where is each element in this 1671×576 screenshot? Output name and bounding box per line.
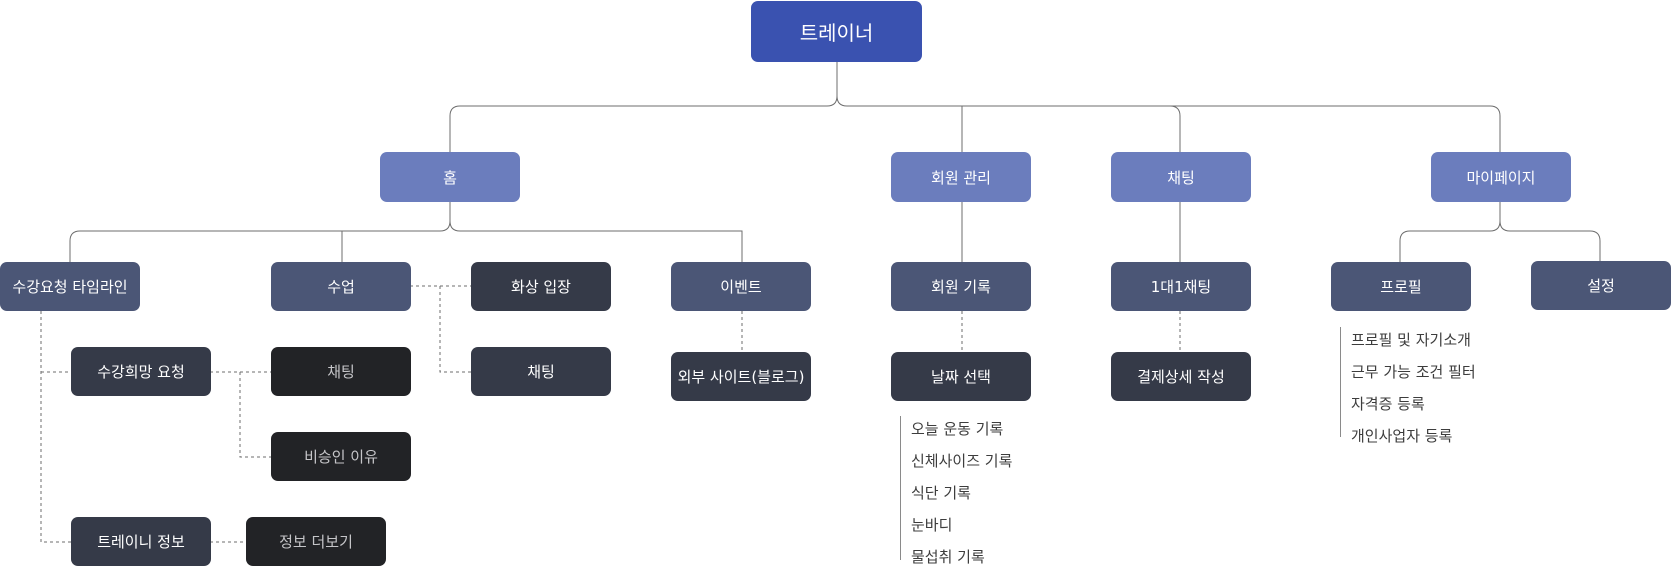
profile-list: 프로필 및 자기소개 근무 가능 조건 필터 자격증 등록 개인사업자 등록 [1340,327,1476,445]
dashed-wish-to-reject [239,372,271,458]
connector-chat [1169,105,1181,152]
node-member-record[interactable]: 회원 기록 [891,262,1031,311]
list-item[interactable]: 개인사업자 등록 [1351,427,1453,445]
node-external-site[interactable]: 외부 사이트(블로그) [671,352,811,401]
connector-mypage [1399,202,1501,262]
node-more-info[interactable]: 정보 더보기 [246,517,386,566]
connector-home [69,202,451,262]
node-class-chat[interactable]: 채팅 [471,347,611,396]
node-wish-chat[interactable]: 채팅 [271,347,411,396]
list-item[interactable]: 물섭취 기록 [911,548,985,566]
node-video-entry[interactable]: 화상 입장 [471,262,611,311]
root-node-trainer[interactable]: 트레이너 [751,1,922,62]
list-item[interactable]: 프로필 및 자기소개 [1351,331,1471,349]
connector-root-right [836,95,1501,152]
node-mypage[interactable]: 마이페이지 [1431,152,1571,202]
connector-home-right [449,220,743,262]
dashed-timeline-branch [40,311,72,543]
node-payment-detail[interactable]: 결제상세 작성 [1111,352,1251,401]
node-settings[interactable]: 설정 [1531,261,1671,310]
node-one-on-one-chat[interactable]: 1대1채팅 [1111,262,1251,311]
connector-mypage-right [1499,220,1601,262]
list-item[interactable]: 오늘 운동 기록 [911,420,1004,438]
dashed-class-to-chat [439,286,471,373]
node-chat[interactable]: 채팅 [1111,152,1251,202]
node-reject-reason[interactable]: 비승인 이유 [271,432,411,481]
list-item[interactable]: 눈바디 [911,516,953,534]
connector-root [449,62,838,152]
node-class[interactable]: 수업 [271,262,411,311]
node-profile[interactable]: 프로필 [1331,262,1471,311]
node-event[interactable]: 이벤트 [671,262,811,311]
member-record-list: 오늘 운동 기록 신체사이즈 기록 식단 기록 눈바디 물섭취 기록 [900,416,1013,566]
list-item[interactable]: 근무 가능 조건 필터 [1351,363,1476,381]
node-request-timeline[interactable]: 수강요청 타임라인 [0,262,140,311]
node-date-select[interactable]: 날짜 선택 [891,352,1031,401]
node-home[interactable]: 홈 [380,152,520,202]
node-member-management[interactable]: 회원 관리 [891,152,1031,202]
node-wish-request[interactable]: 수강희망 요청 [71,347,211,396]
node-trainee-info[interactable]: 트레이니 정보 [71,517,211,566]
list-item[interactable]: 자격증 등록 [1351,395,1425,413]
list-item[interactable]: 식단 기록 [911,484,971,502]
list-item[interactable]: 신체사이즈 기록 [911,452,1013,470]
